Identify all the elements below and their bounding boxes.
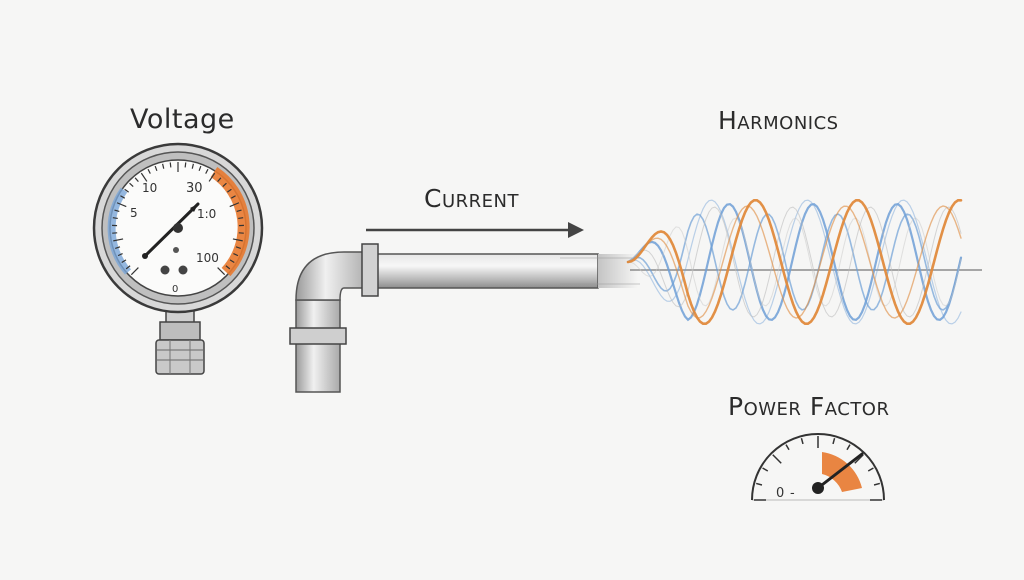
gauge-tick-label-30: 30 <box>186 181 203 196</box>
gauge-nut <box>156 340 204 374</box>
power-factor-label: Power Factor <box>728 392 889 421</box>
gauge-tick <box>185 162 186 167</box>
pf-tick <box>763 468 768 471</box>
gauge-tick <box>238 218 243 219</box>
current-label: Current <box>424 184 519 213</box>
pf-tick <box>833 438 835 444</box>
gauge-tick-label-5: 5 <box>130 206 138 220</box>
harmonics-waves <box>628 200 982 324</box>
current-arrow <box>366 222 584 238</box>
gauge-tick-label-10: 10 <box>142 181 157 195</box>
pipe <box>290 244 640 392</box>
pf-tick <box>874 483 880 485</box>
pf-needle-hub <box>812 482 824 494</box>
pipe-flange-upper <box>362 244 378 296</box>
pipe-flange-lower <box>290 328 346 344</box>
gauge-needle-hub <box>173 223 183 233</box>
voltage-gauge: 5 10 30 1:0 100 0 <box>94 144 262 374</box>
gauge-tick <box>170 162 171 167</box>
pf-tick <box>773 455 781 463</box>
pf-tick <box>786 445 789 450</box>
gauge-tick-label-100: 100 <box>196 251 219 265</box>
power-factor-gauge: 0 - <box>752 434 884 501</box>
voltage-label: Voltage <box>130 104 235 135</box>
pf-zero-label: 0 <box>776 486 784 501</box>
gauge-collar <box>160 322 200 340</box>
gauge-tick <box>113 218 118 219</box>
svg-text:-: - <box>790 486 795 501</box>
pf-tick <box>801 438 803 444</box>
pf-tick <box>847 445 850 450</box>
pf-tick <box>868 468 873 471</box>
harmonics-label: Harmonics <box>718 106 839 135</box>
gauge-tick-label-1-0: 1:0 <box>197 207 216 221</box>
gauge-bottom-mark: 0 <box>172 284 178 295</box>
pf-tick <box>756 483 762 485</box>
